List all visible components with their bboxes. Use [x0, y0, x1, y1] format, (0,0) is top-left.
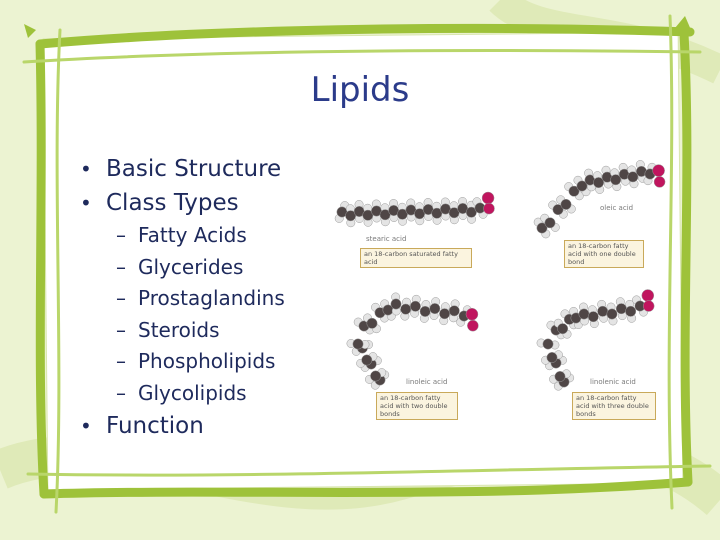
carbon-atom	[587, 311, 599, 323]
carbon-atom	[593, 177, 605, 189]
sub-bullet-item: –Steroids	[80, 315, 285, 347]
dash-marker: –	[116, 380, 126, 405]
carbon-atom	[409, 300, 421, 312]
bullet-dot: •	[80, 414, 92, 438]
dash-marker: –	[116, 317, 126, 342]
slide-title: Lipids	[310, 70, 410, 110]
bullet-label: Class Types	[106, 190, 239, 216]
sub-bullet-label: Prostaglandins	[138, 286, 285, 310]
dash-marker: –	[116, 349, 126, 373]
sub-bullet-label: Phospholipids	[138, 349, 276, 373]
carbon-atom	[546, 352, 558, 363]
carbon-atom	[370, 370, 382, 382]
oxygen-atom	[465, 307, 479, 321]
carbon-atom	[419, 305, 431, 317]
carbon-atom	[448, 207, 460, 219]
carbon-atom	[366, 317, 378, 329]
carbon-atom	[352, 338, 364, 350]
sub-bullet-label: Steroids	[138, 317, 220, 342]
sub-bullet-item: –Prostaglandins	[80, 283, 285, 315]
molecule-caption: an 18-carbon fatty acid with one double …	[564, 240, 644, 268]
carbon-atom	[552, 204, 564, 216]
molecule-name: linoleic acid	[406, 378, 448, 386]
bullet-dot: •	[80, 157, 92, 181]
molecule-caption: an 18-carbon fatty acid with two double …	[376, 392, 458, 420]
sub-bullet-label: Glycerides	[138, 254, 244, 279]
carbon-atom	[396, 208, 408, 220]
oxygen-atom	[653, 176, 666, 188]
carbon-atom	[544, 217, 556, 229]
fatty-acid-figure: stearic acid an 18-carbon saturated fatt…	[330, 152, 690, 432]
carbon-atom	[606, 308, 618, 320]
carbon-atom	[465, 206, 477, 218]
molecule-models	[334, 160, 666, 391]
carbon-atom	[431, 207, 443, 219]
carbon-atom	[542, 338, 554, 350]
carbon-atom	[536, 222, 548, 234]
bullet-label: Function	[106, 413, 204, 439]
carbon-atom	[439, 308, 451, 320]
oxygen-atom	[642, 300, 655, 312]
bullet-list: •Basic Structure •Class Types –Fatty Aci…	[80, 152, 285, 443]
carbon-atom	[345, 210, 357, 222]
molecule-name: stearic acid	[366, 235, 407, 243]
carbon-atom	[361, 354, 373, 366]
bullet-item: • Class Types	[80, 186, 285, 220]
carbon-atom	[379, 209, 391, 221]
carbon-atom	[610, 174, 622, 186]
sub-bullet-label: Glycolipids	[138, 380, 247, 405]
carbon-atom	[362, 209, 374, 221]
carbon-atom	[400, 303, 412, 315]
dash-marker: –	[116, 286, 126, 310]
bullet-item: • Basic Structure	[80, 152, 285, 186]
carbon-atom	[627, 171, 639, 183]
sub-bullet-label: Fatty Acids	[138, 223, 247, 247]
oxygen-atom	[481, 191, 495, 205]
carbon-atom	[414, 208, 426, 220]
oxygen-atom	[467, 319, 479, 332]
carbon-atom	[560, 198, 572, 210]
carbon-atom	[578, 308, 590, 320]
oxygen-atom	[652, 164, 665, 177]
bullet-dot: •	[80, 191, 92, 215]
sub-bullet-item: –Glycerides	[80, 252, 285, 284]
carbon-atom	[557, 323, 569, 335]
oxygen-atom	[483, 202, 495, 215]
carbon-atom	[625, 305, 637, 317]
carbon-atom	[429, 303, 441, 315]
sub-bullet-item: –Fatty Acids	[80, 220, 285, 252]
sub-bullet-item: –Glycolipids	[80, 378, 285, 410]
molecule-name: oleic acid	[600, 204, 634, 212]
carbon-atom	[554, 371, 566, 382]
molecule-name: linolenic acid	[590, 378, 636, 386]
dash-marker: –	[116, 254, 126, 279]
molecule-caption: an 18-carbon saturated fatty acid	[360, 248, 472, 268]
carbon-atom	[568, 185, 580, 197]
dash-marker: –	[116, 223, 126, 247]
oxygen-atom	[641, 289, 655, 302]
bullet-item: • Function	[80, 409, 285, 443]
bullet-label: Basic Structure	[106, 156, 282, 182]
carbon-atom	[597, 305, 609, 317]
carbon-atom	[448, 305, 460, 317]
carbon-atom	[390, 298, 402, 310]
sub-bullet-item: –Phospholipids	[80, 346, 285, 378]
molecule-caption: an 18-carbon fatty acid with three doubl…	[572, 392, 656, 420]
carbon-atom	[615, 303, 627, 315]
